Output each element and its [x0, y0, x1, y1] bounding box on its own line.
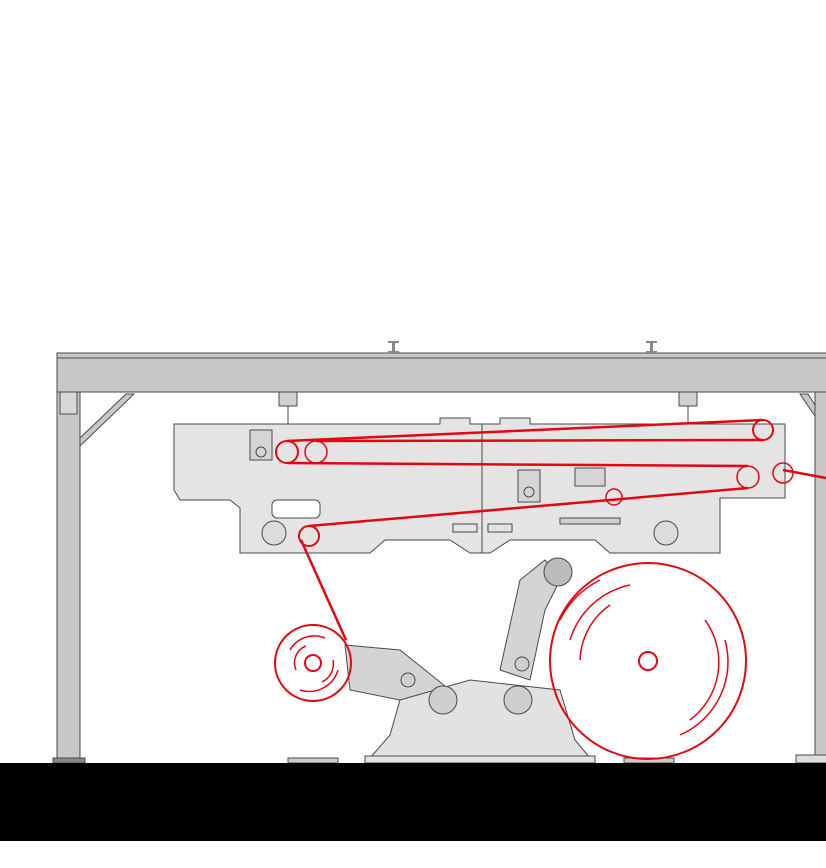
drawing-part: [79, 393, 136, 448]
drawing-part: [274, 624, 352, 702]
web-segment-6: [299, 539, 348, 641]
drawing-part: [52, 757, 86, 764]
roller: [298, 525, 320, 547]
drawing-part: [574, 467, 606, 487]
drawing-part: [646, 351, 657, 353]
hanger-left: [278, 391, 298, 424]
roller: [772, 462, 794, 484]
web-segment-4: [308, 486, 749, 528]
drawing-part: [523, 486, 535, 498]
roller: [275, 440, 299, 464]
drawing-part: [400, 672, 416, 688]
right-column: [795, 391, 826, 764]
drying-frame: [173, 417, 786, 554]
drawing-part: [364, 755, 596, 764]
drawing-part: [289, 635, 326, 651]
roller: [304, 440, 328, 464]
drawing-part: [368, 679, 592, 759]
drawing-part: [795, 754, 826, 764]
drawing-part: [653, 520, 679, 546]
unwind-roll: [274, 624, 352, 702]
drawing-part: [679, 639, 729, 736]
drawing-part: [304, 654, 322, 672]
drawing-part: [321, 659, 335, 683]
web-segment-2: [315, 438, 764, 443]
drawing-part: [487, 523, 513, 533]
drawing-part: [261, 520, 287, 546]
drawing-part: [59, 391, 78, 415]
roller: [752, 419, 774, 441]
hanger-right: [678, 391, 698, 424]
drawing-part: [293, 645, 307, 671]
drawing-part: [271, 499, 321, 519]
web-segment-1: [286, 418, 764, 443]
rewind-roll: [549, 562, 747, 760]
web-segment-5: [782, 468, 826, 480]
drawing-part: [56, 352, 826, 393]
drawing-part: [428, 685, 458, 715]
web-path: [286, 418, 826, 641]
guide-rollers: [275, 419, 794, 547]
drawing-part: [559, 517, 621, 525]
drawing-part: [388, 341, 399, 343]
drawing-part: [799, 393, 816, 418]
drawing-part: [452, 523, 478, 533]
roller: [736, 465, 760, 489]
left-column: [52, 391, 136, 764]
drawing-part: [569, 584, 631, 641]
unwind-stand: [287, 557, 675, 764]
drawing-part: [299, 669, 339, 693]
drawing-part: [678, 391, 698, 407]
drawing-part: [517, 469, 541, 503]
overhead-beam: [56, 341, 826, 393]
drawing-part: [638, 651, 658, 671]
gear-icon: [543, 557, 573, 587]
web-segment-3: [286, 461, 749, 468]
drawing-part: [579, 604, 611, 661]
drawing-part: [646, 341, 657, 343]
drawing-part: [814, 391, 826, 761]
drawing-part: [56, 391, 81, 761]
beam-marker-2: [646, 341, 657, 353]
drawing-part: [287, 757, 339, 764]
drawing-part: [514, 656, 530, 672]
drawing-part: [503, 685, 533, 715]
drawing-part: [559, 579, 601, 621]
drawing-part: [392, 343, 395, 351]
drawing-part: [650, 343, 653, 351]
drawing-part: [249, 429, 273, 461]
drawing-part: [388, 351, 399, 353]
beam-marker-1: [388, 341, 399, 353]
drawing-part: [689, 619, 720, 721]
floor: [0, 763, 826, 841]
drawing-part: [255, 446, 267, 458]
roller: [605, 488, 623, 506]
drawing-part: [278, 391, 298, 407]
drawing-part: [549, 562, 747, 760]
